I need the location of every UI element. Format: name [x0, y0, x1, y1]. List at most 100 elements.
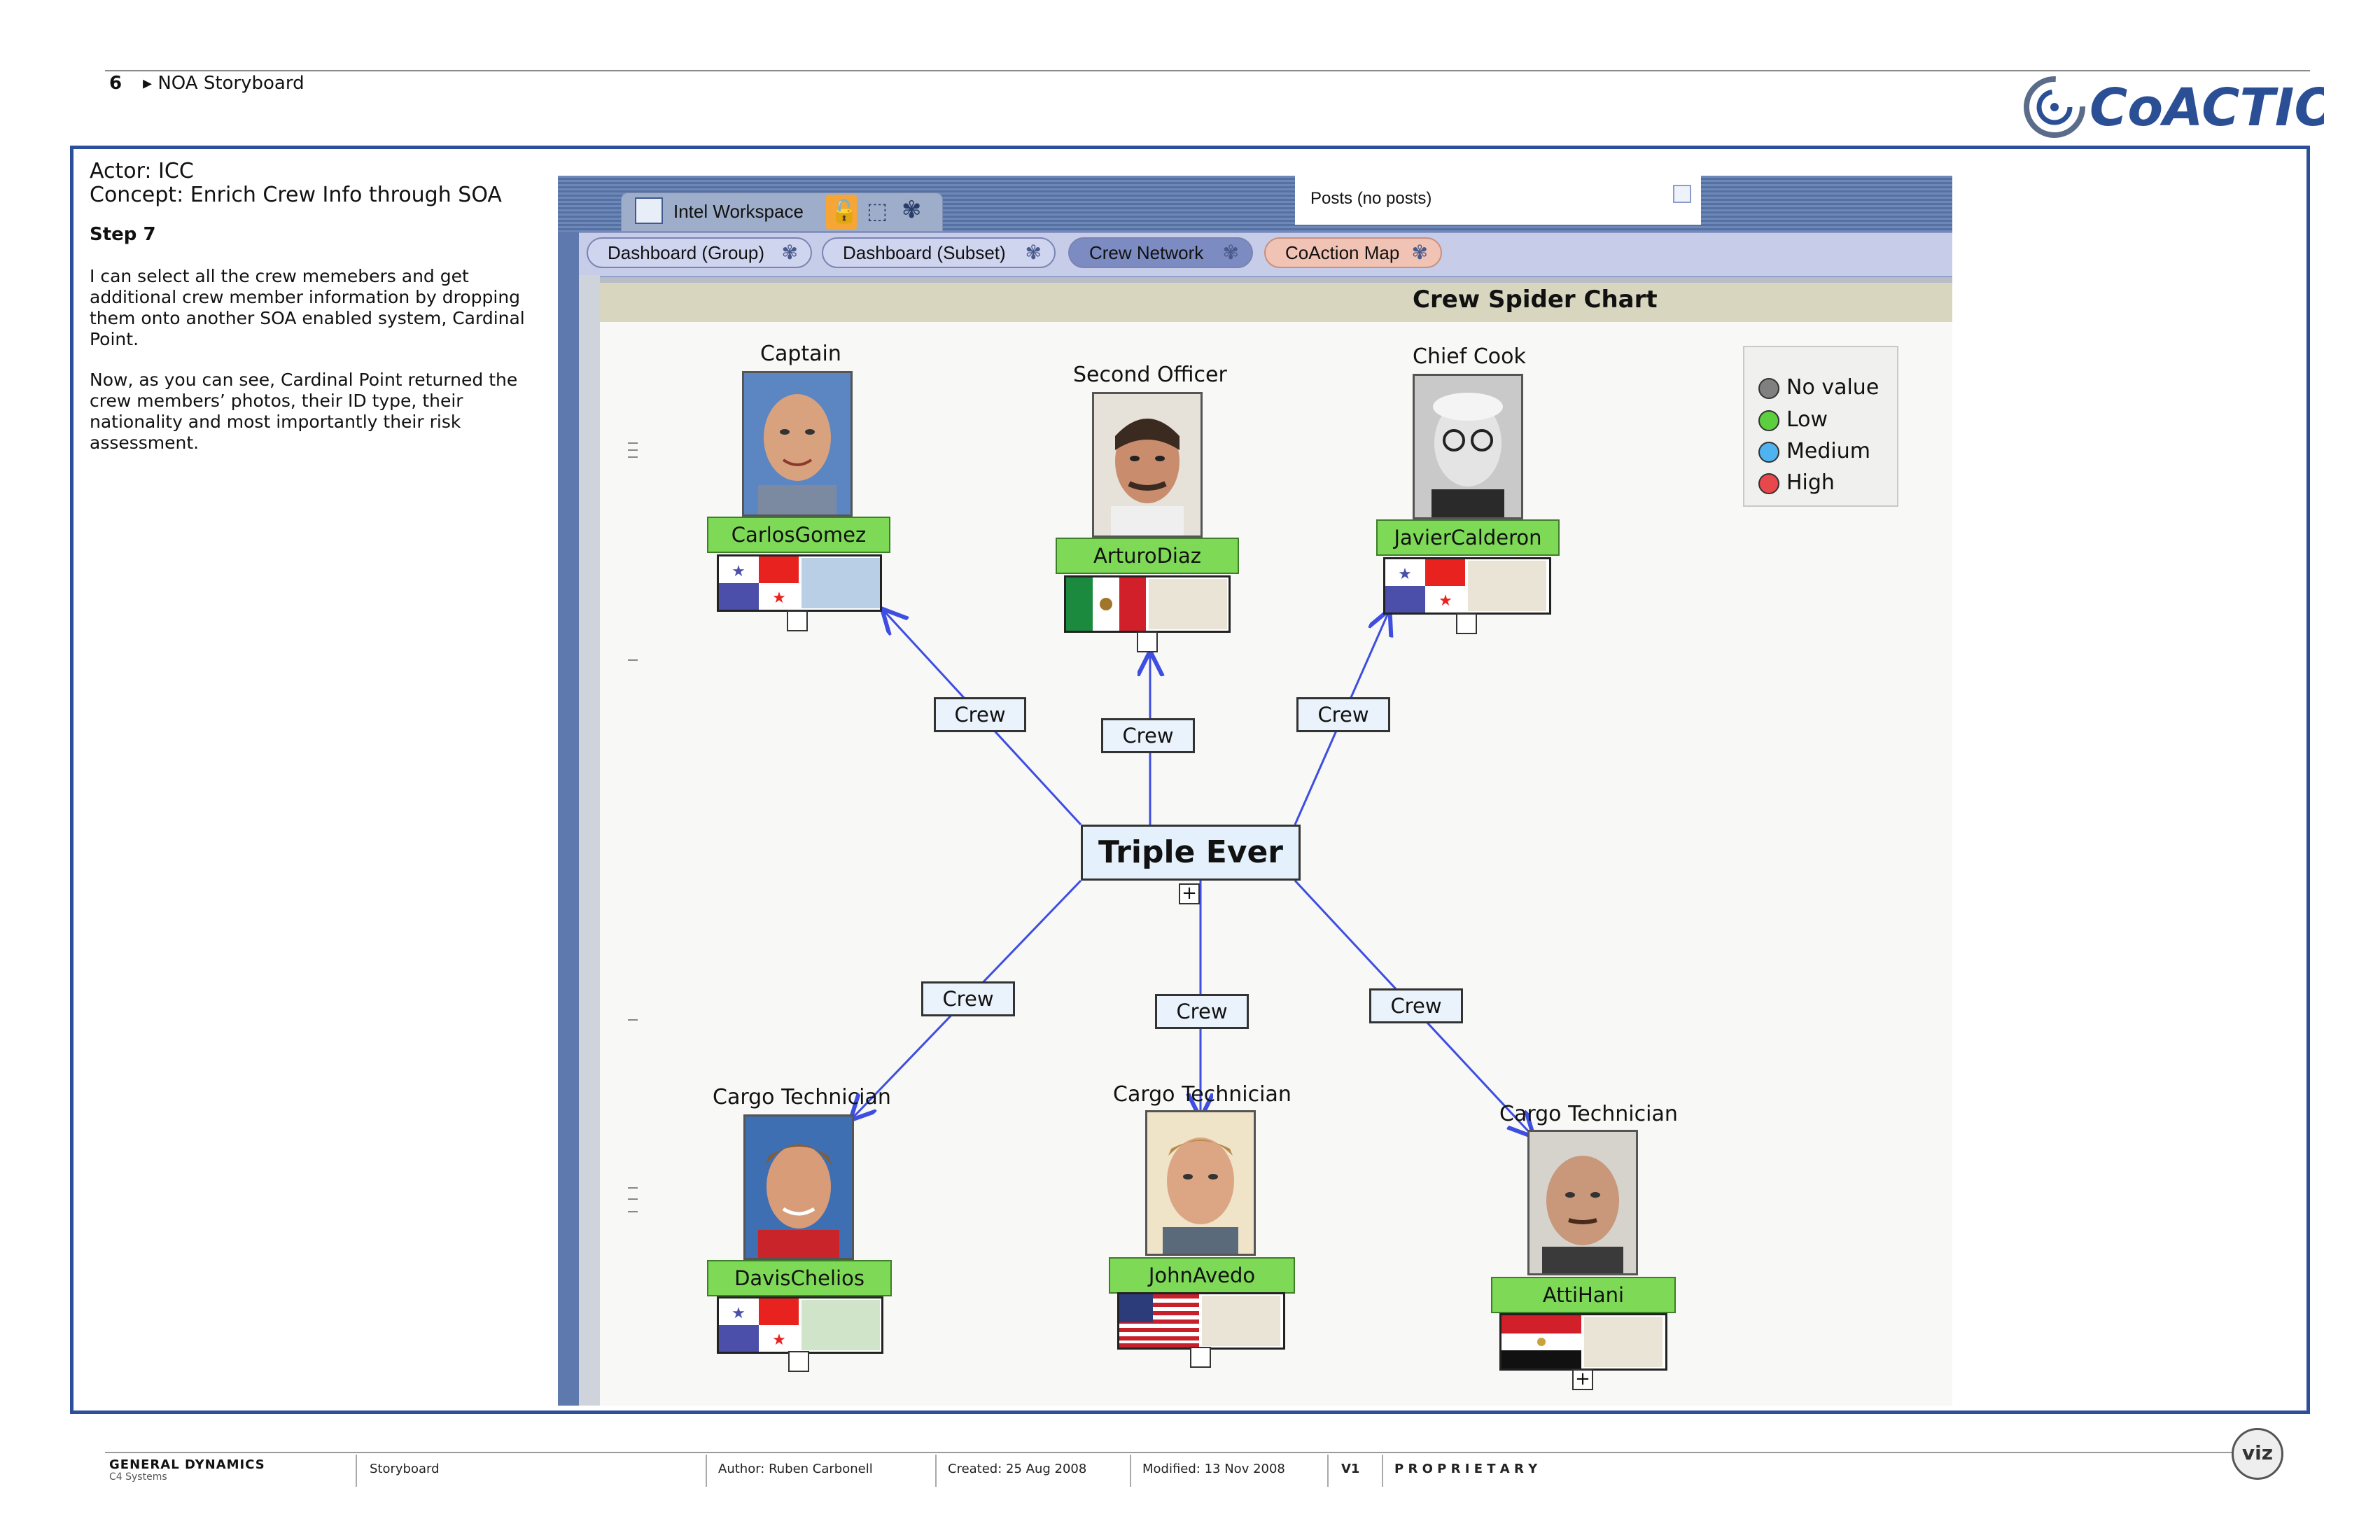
pinwheel-icon: ✾	[1411, 241, 1428, 263]
tab-crew-network[interactable]: Crew Network ✾	[1068, 237, 1253, 268]
svg-text:★: ★	[772, 589, 786, 607]
node-toggle[interactable]	[788, 1351, 809, 1372]
node-toggle[interactable]	[1137, 631, 1158, 652]
usa-flag-icon	[1119, 1294, 1199, 1348]
legend-dot-low	[1758, 410, 1779, 431]
legend-label: Medium	[1786, 439, 1870, 463]
footer-modified: Modified: 13 Nov 2008	[1142, 1462, 1285, 1476]
gutter-tick	[628, 449, 638, 451]
footer-doc-type: Storyboard	[370, 1462, 440, 1476]
id-card-icon	[802, 558, 880, 608]
description-paragraph-1: I can select all the crew memebers and g…	[90, 266, 525, 349]
edge-label-crew: Crew	[1155, 994, 1249, 1029]
svg-text:★: ★	[732, 1305, 746, 1322]
id-card-icon	[802, 1300, 880, 1350]
footer-version: V1	[1341, 1462, 1360, 1476]
company-logo: GENERAL DYNAMICS	[109, 1457, 265, 1472]
crew-photo	[1145, 1110, 1256, 1256]
tab-label: Dashboard (Subset)	[843, 242, 1006, 263]
crew-photo	[743, 1114, 854, 1260]
footer-divider	[1327, 1455, 1329, 1487]
id-card-icon	[1202, 1296, 1280, 1346]
mexico-flag-icon	[1066, 578, 1146, 631]
crew-photo	[1092, 392, 1203, 538]
actor-line: Actor: ICC	[90, 159, 194, 183]
gutter-tick	[628, 1211, 638, 1212]
crew-name[interactable]: DavisChelios	[707, 1260, 892, 1296]
gutter-tick	[628, 1019, 638, 1021]
pinwheel-icon: ✾	[1025, 241, 1042, 263]
expand-button[interactable]: +	[1179, 883, 1200, 904]
footer-divider	[706, 1455, 707, 1487]
tab-dashboard-subset[interactable]: Dashboard (Subset) ✾	[822, 237, 1056, 268]
footer-divider	[935, 1455, 937, 1487]
gutter-tick	[628, 442, 638, 444]
role-label: Captain	[760, 342, 841, 366]
description-paragraph-2: Now, as you can see, Cardinal Point retu…	[90, 370, 518, 453]
legend-dot-medium	[1758, 442, 1779, 463]
footer-divider	[356, 1455, 357, 1487]
concept-line: Concept: Enrich Crew Info through SOA	[90, 183, 502, 207]
node-toggle[interactable]	[1456, 613, 1477, 634]
tab-dashboard-group[interactable]: Dashboard (Group)✾	[587, 237, 812, 268]
svg-text:★: ★	[1438, 592, 1452, 610]
crew-badges: ★★	[1383, 557, 1551, 615]
page-number: 6	[109, 73, 122, 94]
step-heading: Step 7	[90, 224, 156, 245]
edge-label-crew: Crew	[1296, 697, 1390, 732]
pinwheel-icon: ✾	[1222, 241, 1239, 263]
gutter-tick	[628, 456, 638, 458]
footer-divider	[1382, 1455, 1383, 1487]
crew-name[interactable]: ArturoDiaz	[1056, 538, 1239, 574]
crew-name[interactable]: CarlosGomez	[707, 517, 890, 553]
header-rule	[105, 70, 2310, 71]
step-description: Actor: ICC Concept: Enrich Crew Info thr…	[90, 160, 552, 454]
footer-created: Created: 25 Aug 2008	[948, 1462, 1087, 1476]
content-frame	[70, 146, 2310, 1414]
workspace-tab-label: Intel Workspace	[673, 201, 804, 222]
node-toggle[interactable]	[1190, 1347, 1211, 1368]
panama-flag-icon: ★★	[719, 556, 799, 610]
tab-coaction-map[interactable]: CoAction Map ✾	[1264, 237, 1442, 268]
id-card-icon	[1149, 579, 1227, 629]
footer-divider	[1130, 1455, 1131, 1487]
gutter-tick	[628, 659, 638, 661]
gutter-tick	[628, 1198, 638, 1200]
crew-name[interactable]: JohnAvedo	[1109, 1257, 1295, 1294]
node-expand-button[interactable]: +	[1572, 1369, 1593, 1390]
lock-icon[interactable]	[826, 195, 857, 230]
coaction-logo: CoACTION	[2024, 76, 2324, 138]
crew-badges	[1499, 1313, 1667, 1371]
edge-label-crew: Crew	[921, 981, 1015, 1016]
legend-dot-high	[1758, 473, 1779, 494]
crew-badges	[1117, 1292, 1285, 1350]
chart-header	[600, 283, 1952, 322]
crew-photo	[1413, 374, 1523, 519]
tab-label: Crew Network	[1089, 242, 1204, 263]
legend-label: High	[1786, 470, 1835, 495]
role-label: Second Officer	[1073, 363, 1227, 387]
edge-label-crew: Crew	[1101, 718, 1195, 753]
logo-wordmark: CoACTION	[2090, 78, 2324, 138]
egypt-flag-icon	[1502, 1315, 1581, 1368]
panel-separator	[600, 277, 1952, 283]
chart-title: Crew Spider Chart	[1413, 286, 1658, 314]
workspace-icon	[635, 197, 663, 224]
posts-menu-icon[interactable]	[1673, 185, 1691, 203]
node-toggle[interactable]	[787, 610, 808, 631]
workspace-tab[interactable]	[621, 192, 943, 232]
id-card-icon	[1468, 561, 1546, 611]
crew-photo	[1527, 1130, 1638, 1275]
crew-name[interactable]: JavierCalderon	[1376, 519, 1560, 556]
crew-badges: ★★	[717, 554, 882, 612]
selection-icon[interactable]: ⬚	[867, 197, 888, 224]
tab-label: CoAction Map	[1285, 242, 1400, 263]
crew-name[interactable]: AttiHani	[1491, 1277, 1676, 1313]
footer-author: Author: Ruben Carbonell	[718, 1462, 873, 1476]
vessel-node[interactable]: Triple Ever	[1081, 825, 1301, 881]
footer-rule	[105, 1452, 2240, 1453]
legend-label: Low	[1786, 407, 1828, 432]
id-card-icon	[1584, 1317, 1662, 1367]
svg-text:★: ★	[1398, 566, 1412, 583]
pinwheel-icon[interactable]: ✾	[902, 196, 922, 224]
